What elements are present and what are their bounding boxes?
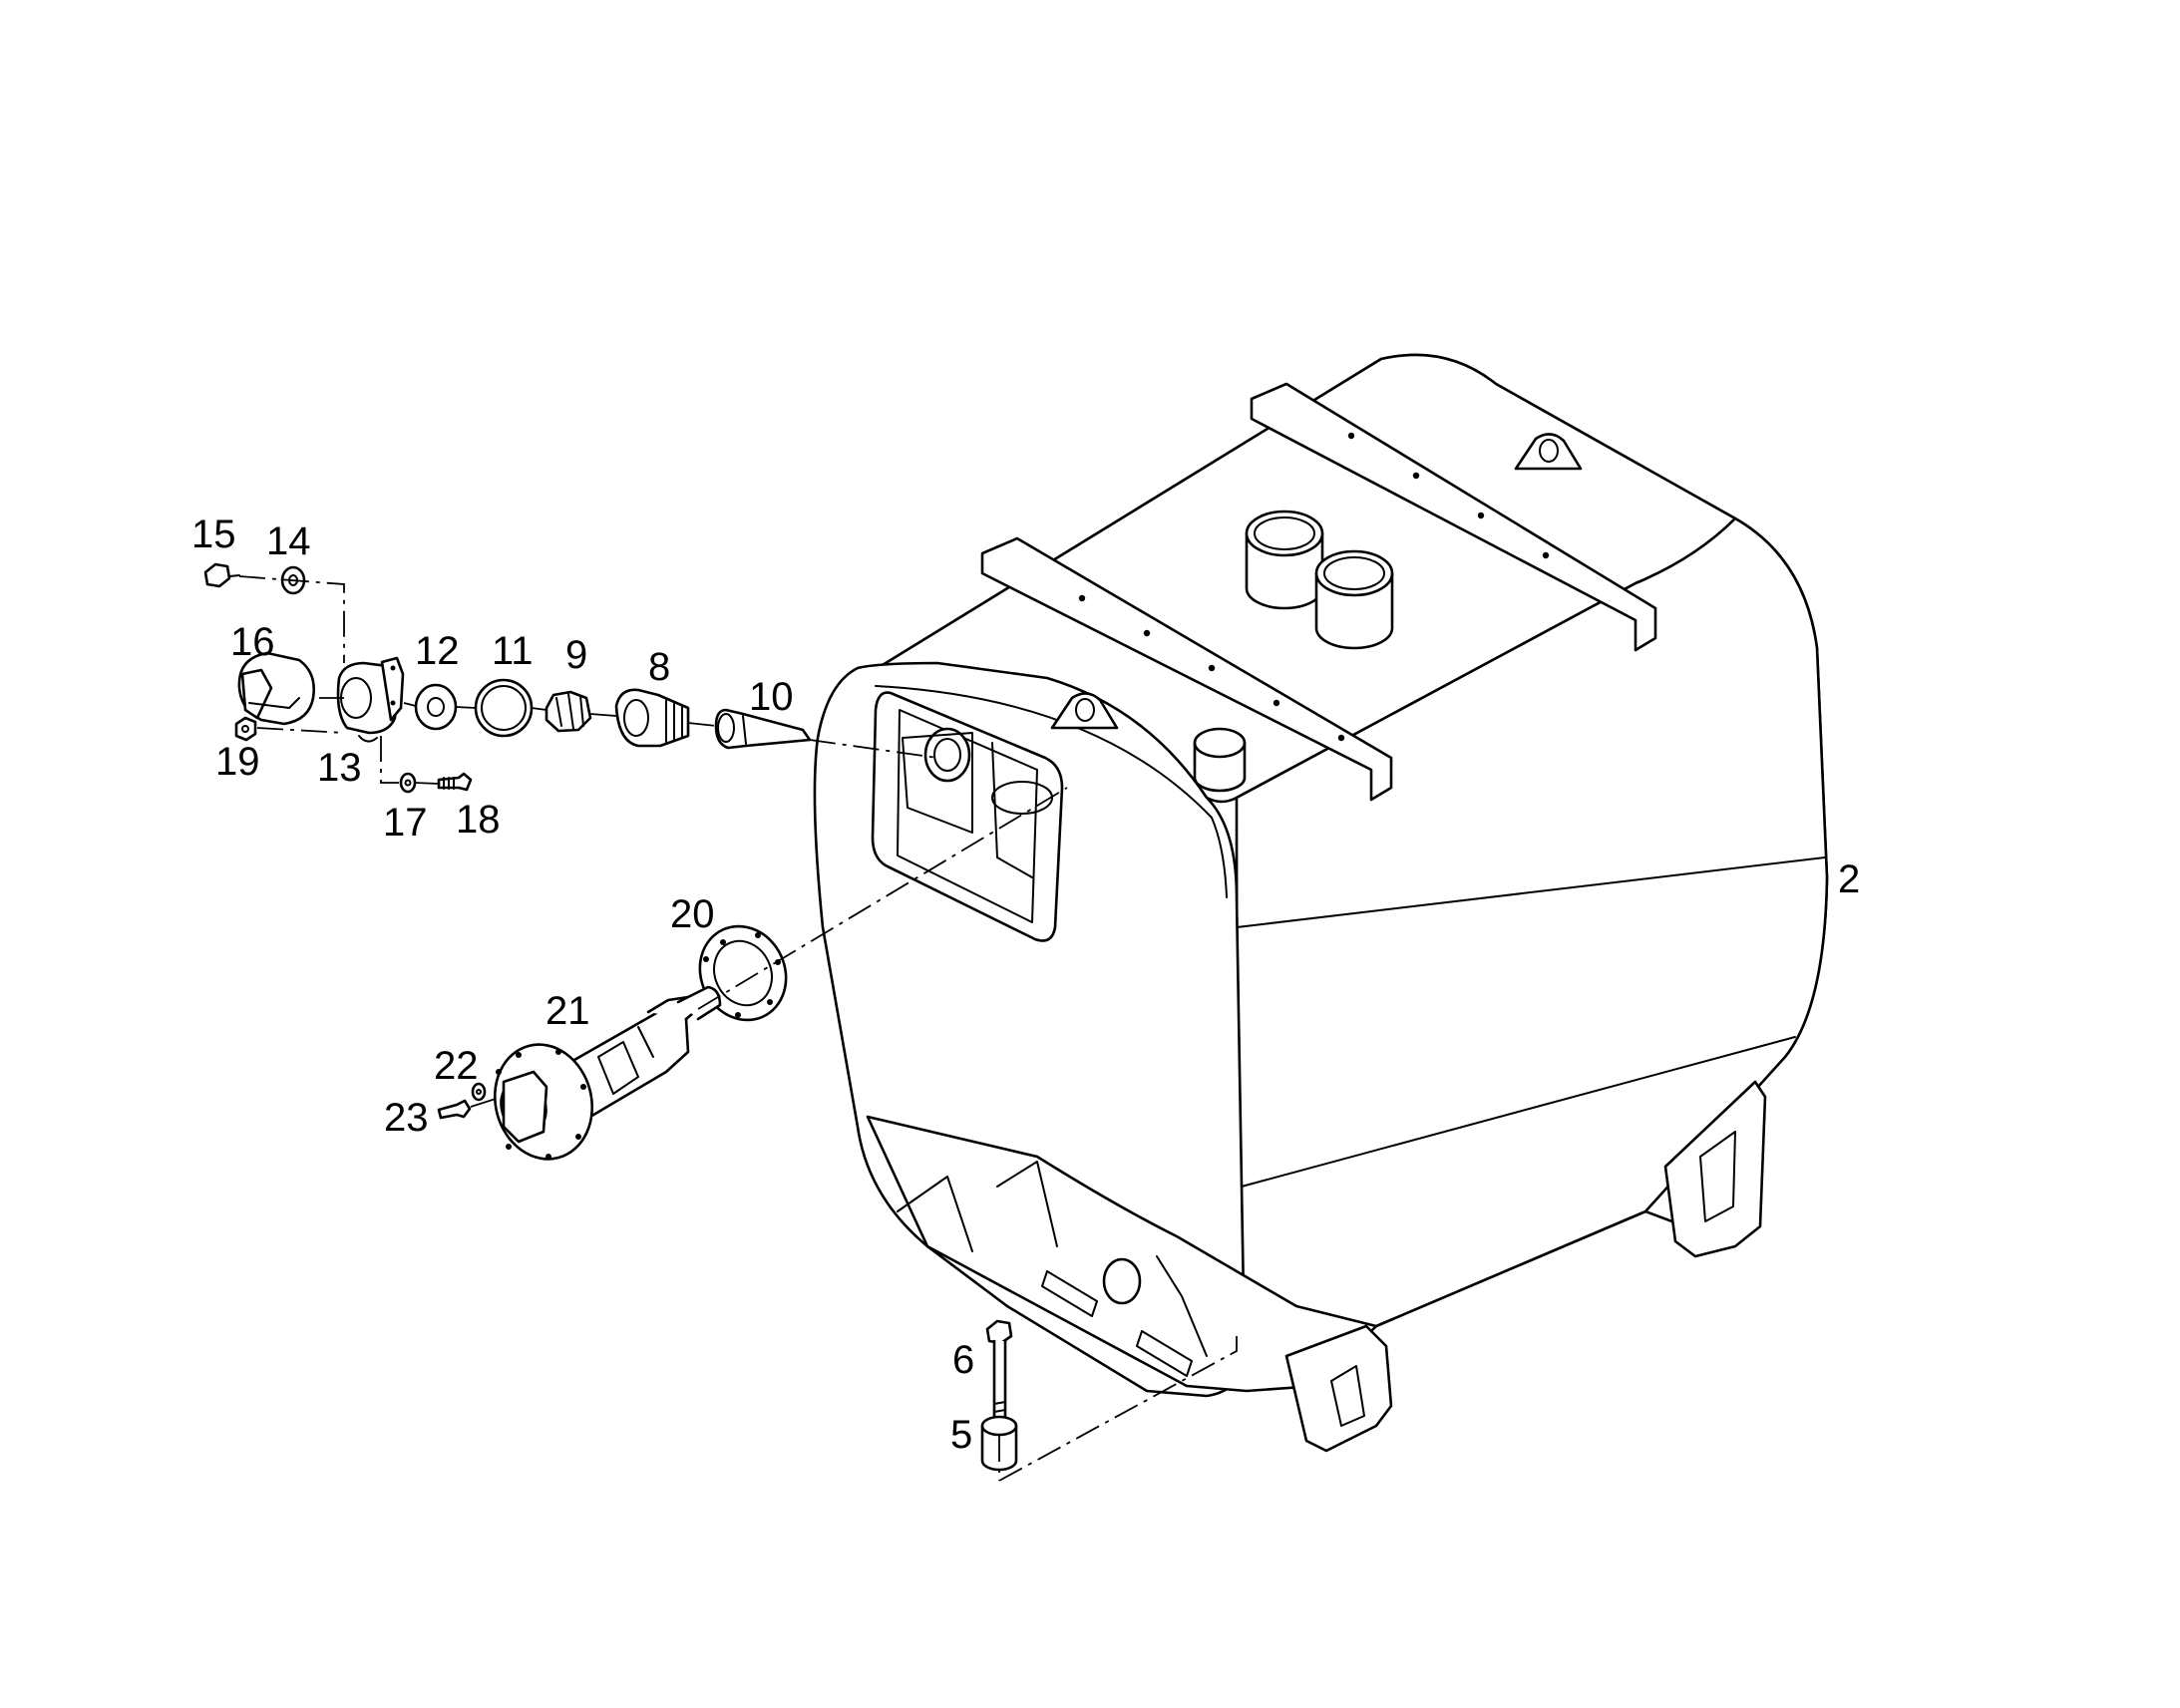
part-15-bolt	[203, 562, 240, 588]
part-22-washer	[471, 1082, 487, 1102]
leader-12-11	[455, 706, 477, 709]
callout-16: 16	[230, 620, 275, 664]
callout-22: 22	[434, 1044, 479, 1088]
drain-plug	[1102, 1257, 1142, 1305]
access-opening-inner	[897, 709, 1038, 923]
lifting-eye-front	[1050, 692, 1119, 730]
skid-slot-1	[1041, 1270, 1098, 1317]
rail-holes	[1078, 432, 1550, 742]
skid-web-1	[897, 1176, 973, 1252]
leader-17-18	[414, 782, 440, 785]
top-rail-rear	[1250, 382, 1657, 652]
sender-port-inner	[933, 738, 961, 772]
part-18-screw	[437, 772, 473, 792]
filler-neck-2	[1314, 549, 1394, 650]
part-5-spacer	[980, 1415, 1018, 1472]
part-9-adapter	[545, 690, 592, 733]
leader-8-10	[687, 722, 717, 727]
filler-neck-1	[1245, 510, 1324, 610]
skid-web-2	[996, 1161, 1058, 1247]
callout-15: 15	[191, 512, 236, 556]
mounting-foot-front-slot	[1330, 1365, 1365, 1427]
skid-web-3	[1156, 1255, 1208, 1357]
lifting-eye-rear	[1514, 433, 1583, 471]
callout-23: 23	[384, 1096, 429, 1140]
tank-assembly	[813, 353, 1829, 1453]
tank-seam-upper	[1236, 856, 1826, 928]
part-17-washer	[399, 772, 417, 794]
part-12-seal	[414, 683, 458, 731]
part-10-probe	[714, 708, 812, 750]
tank-seam-lower	[1241, 1036, 1796, 1188]
callout-18: 18	[456, 798, 501, 842]
leader-15-14-13	[238, 575, 345, 663]
part-8-fitting	[614, 688, 690, 748]
leader-spacer-foot	[998, 1336, 1238, 1482]
part-19-nut	[234, 716, 257, 742]
leader-13-17	[380, 736, 399, 784]
part-23-screw	[437, 1099, 472, 1120]
callout-20: 20	[670, 892, 715, 936]
part-16-cap	[237, 651, 315, 726]
callout-5: 5	[950, 1413, 972, 1457]
callout-14: 14	[266, 519, 311, 563]
leader-pump-gasket-tank	[697, 787, 1068, 1010]
callout-9: 9	[565, 633, 587, 677]
part-6-bolt	[985, 1319, 1013, 1438]
callout-8: 8	[648, 645, 670, 689]
leader-9-8	[589, 713, 617, 717]
mounting-foot-front	[1284, 1324, 1393, 1453]
mounting-foot-rear-slot	[1699, 1131, 1736, 1222]
callout-6: 6	[952, 1338, 974, 1382]
inner-bracket	[991, 742, 1033, 878]
vent-fitting	[1193, 727, 1247, 793]
callout-11: 11	[492, 629, 534, 673]
callout-19: 19	[215, 740, 260, 784]
callout-2: 2	[1838, 857, 1860, 901]
callout-13: 13	[317, 746, 362, 790]
part-11-ring	[474, 678, 534, 738]
skid-slot-2	[1136, 1330, 1193, 1377]
part-21-pump	[493, 985, 722, 1161]
part-20-gasket	[698, 924, 788, 1022]
top-rail-front	[980, 536, 1393, 802]
leader-10-tank	[809, 739, 938, 759]
callout-21: 21	[545, 989, 590, 1033]
part-13-housing	[336, 656, 405, 743]
callout-17: 17	[383, 801, 428, 845]
leader-11-9	[531, 707, 547, 711]
tank-front-bevel	[875, 685, 1228, 898]
sender-pocket	[902, 732, 973, 834]
sender-port	[923, 727, 971, 783]
leader-13-12	[403, 702, 417, 707]
mounting-foot-rear	[1663, 1080, 1767, 1258]
leader-22-23	[470, 1098, 497, 1108]
leader-16-19	[256, 727, 345, 734]
callout-12: 12	[415, 629, 460, 673]
callout-10: 10	[749, 675, 794, 719]
